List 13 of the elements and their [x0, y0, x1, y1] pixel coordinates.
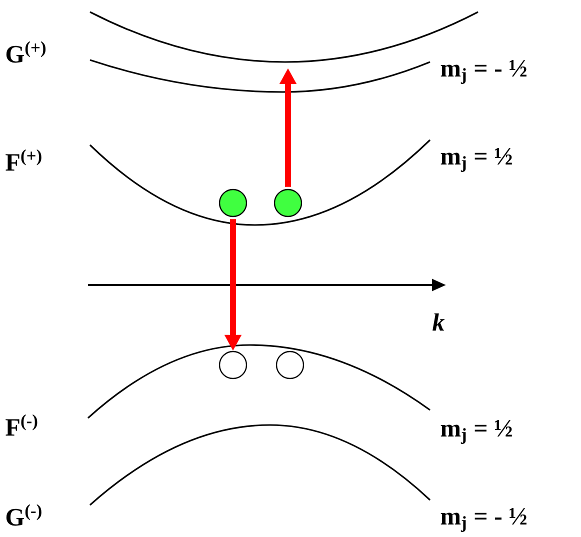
band-label: m$_{j}$ = - ½ [440, 60, 526, 84]
band-label: m$_{j}$ = ½ [440, 420, 512, 444]
band-label: F$^{(-)}$ [6, 414, 38, 436]
band-label: F$^{(+)}$ [6, 149, 42, 171]
band-label: G$^{(+)}$ [6, 41, 46, 63]
particle-circle [274, 188, 302, 218]
particle-circle [276, 350, 304, 380]
band-label: m$_{j}$ = - ½ [440, 508, 526, 532]
particle-circle [218, 188, 248, 218]
band-label: k [432, 313, 445, 331]
band-label: G$^{(-)}$ [6, 504, 42, 526]
band-label: m$_{j}$ = ½ [440, 148, 512, 172]
particle-circle [218, 350, 248, 380]
